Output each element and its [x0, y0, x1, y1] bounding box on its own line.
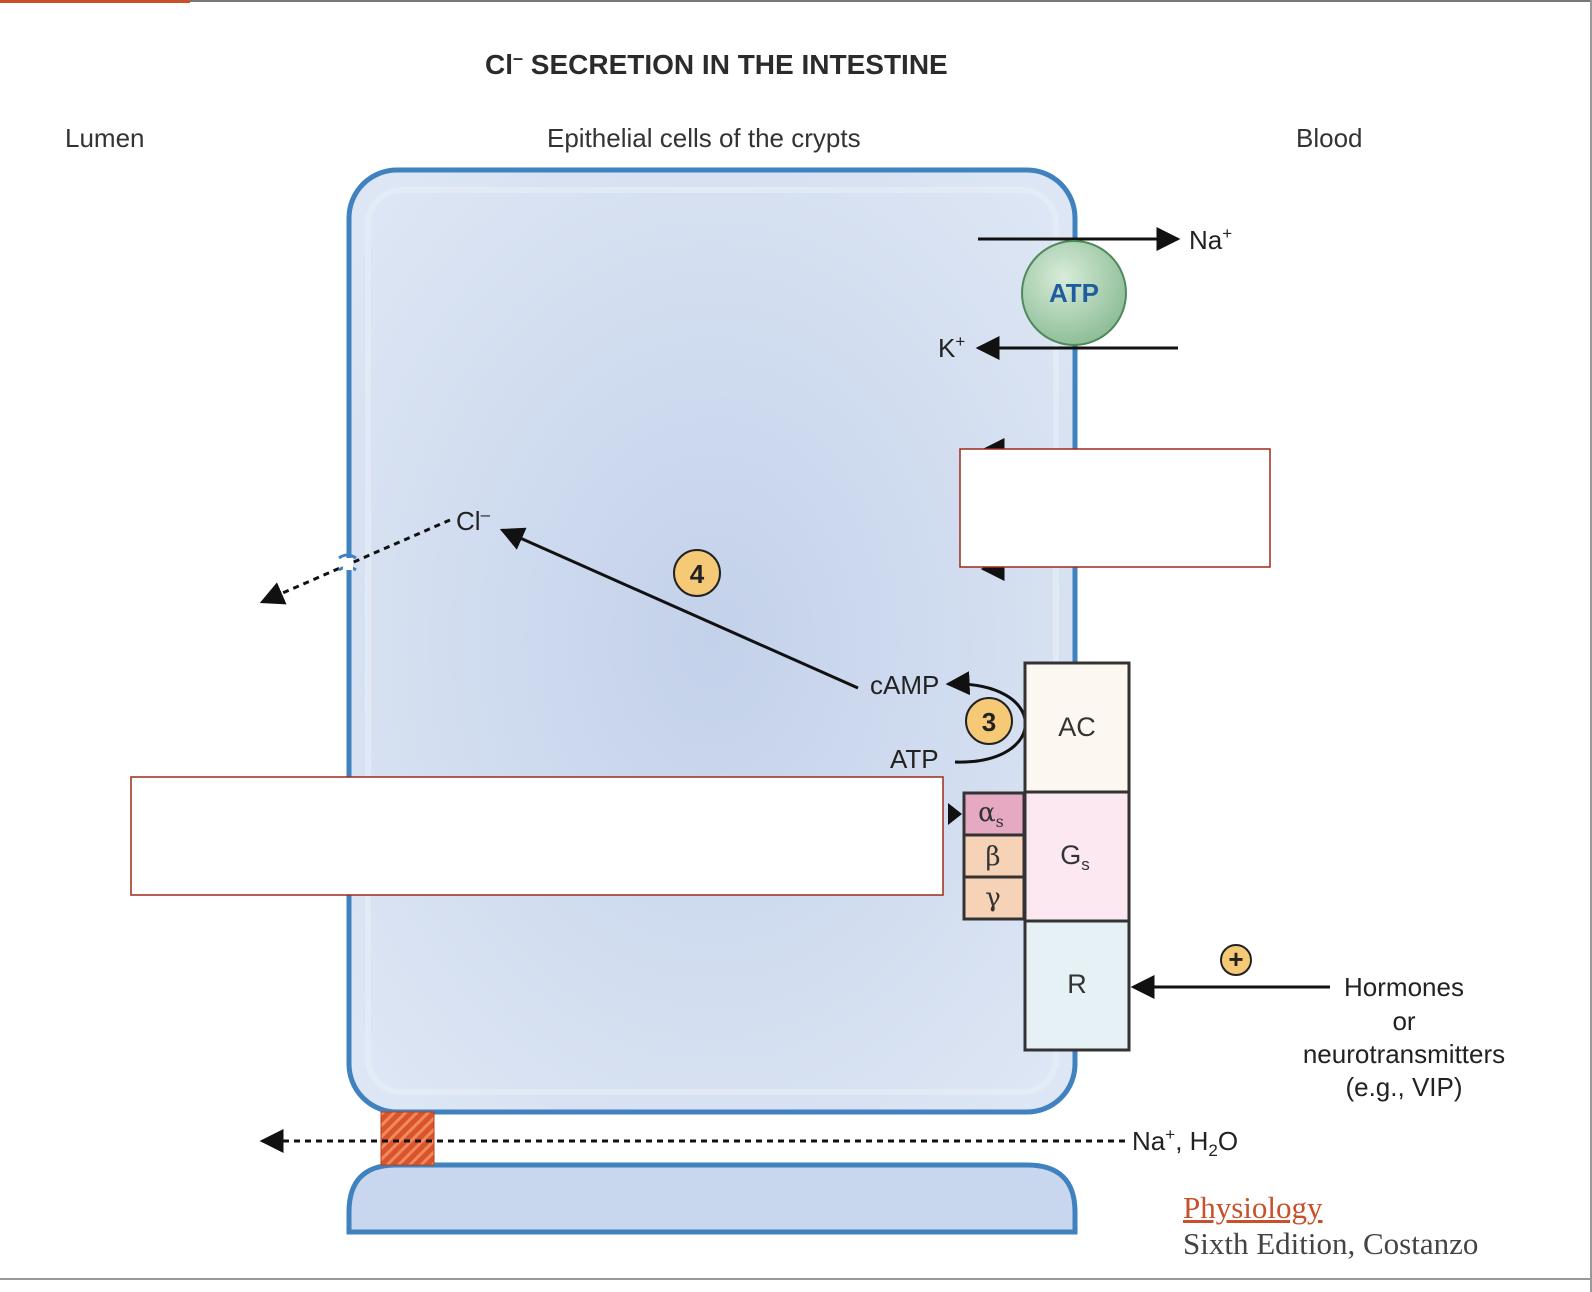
camp-to-cl-arrow: [499, 527, 859, 690]
k-ion-label: K+: [938, 332, 965, 363]
pump-atp-label: ATP: [1049, 278, 1099, 308]
gamma-subunit-box: [962, 875, 1026, 921]
stimulation-plus-badge: [1220, 944, 1252, 976]
cl-ion-label: Cl–: [456, 505, 491, 536]
gs-protein-label: Gs: [1060, 840, 1090, 874]
alpha-subunit-arrowhead: [948, 803, 962, 825]
na-ion-label: Na+: [1189, 224, 1232, 255]
step-4-label: 4: [690, 559, 705, 589]
receptor-box: [1023, 919, 1131, 1052]
gamma-subunit-label: γ: [985, 883, 1001, 913]
stimulation-plus-label: +: [1228, 944, 1243, 974]
hidden-answer-box-g-protein[interactable]: [130, 776, 944, 896]
source-credit: Physiology Sixth Edition, Costanzo: [1183, 1190, 1478, 1262]
beta-subunit-label: β: [985, 842, 1000, 872]
source-book-link[interactable]: Physiology: [1183, 1190, 1323, 1225]
step-3-badge: [965, 697, 1013, 745]
step-3-label: 3: [982, 707, 996, 737]
frame-bottom-border: [0, 1278, 1592, 1280]
region-label-blood: Blood: [1296, 123, 1363, 153]
hormones-label-line-2: or: [1392, 1006, 1415, 1036]
diagram-title: Cl– SECRETION IN THE INTESTINE: [485, 48, 948, 80]
tight-junction: [380, 1111, 435, 1166]
camp-label: cAMP: [870, 670, 939, 700]
epithelial-cell: [346, 167, 1078, 1115]
hormones-label-line-3: neurotransmitters: [1303, 1039, 1505, 1069]
epithelial-cell-inner-glow: [365, 187, 1059, 1095]
hormones-label-line-4: (e.g., VIP): [1345, 1072, 1462, 1102]
region-label-lumen: Lumen: [65, 123, 145, 153]
beta-subunit-box: [962, 833, 1026, 879]
hidden-answer-box-cotransporter[interactable]: [959, 448, 1271, 568]
region-label-cells: Epithelial cells of the crypts: [547, 123, 861, 153]
adenylyl-cyclase-label: AC: [1058, 712, 1096, 742]
cl-channel-gap: [343, 558, 353, 570]
hormones-label-line-1: Hormones: [1344, 972, 1464, 1002]
frame-top-border: [0, 0, 1592, 2]
na-k-atpase-pump: [1021, 240, 1127, 346]
frame-accent-bar: [0, 0, 190, 3]
alpha-subunit-label: αs: [978, 798, 1004, 831]
step-4-badge: [673, 549, 721, 597]
paracellular-label: Na+, H2O: [1132, 1125, 1238, 1160]
atp-substrate-label: ATP: [890, 744, 939, 774]
receptor-label: R: [1067, 969, 1087, 999]
neighbor-cell: [346, 1162, 1078, 1235]
cl-secretion-arrow: [259, 518, 451, 605]
frame-right-border: [1590, 0, 1592, 1292]
source-edition-text: Sixth Edition, Costanzo: [1183, 1226, 1479, 1261]
